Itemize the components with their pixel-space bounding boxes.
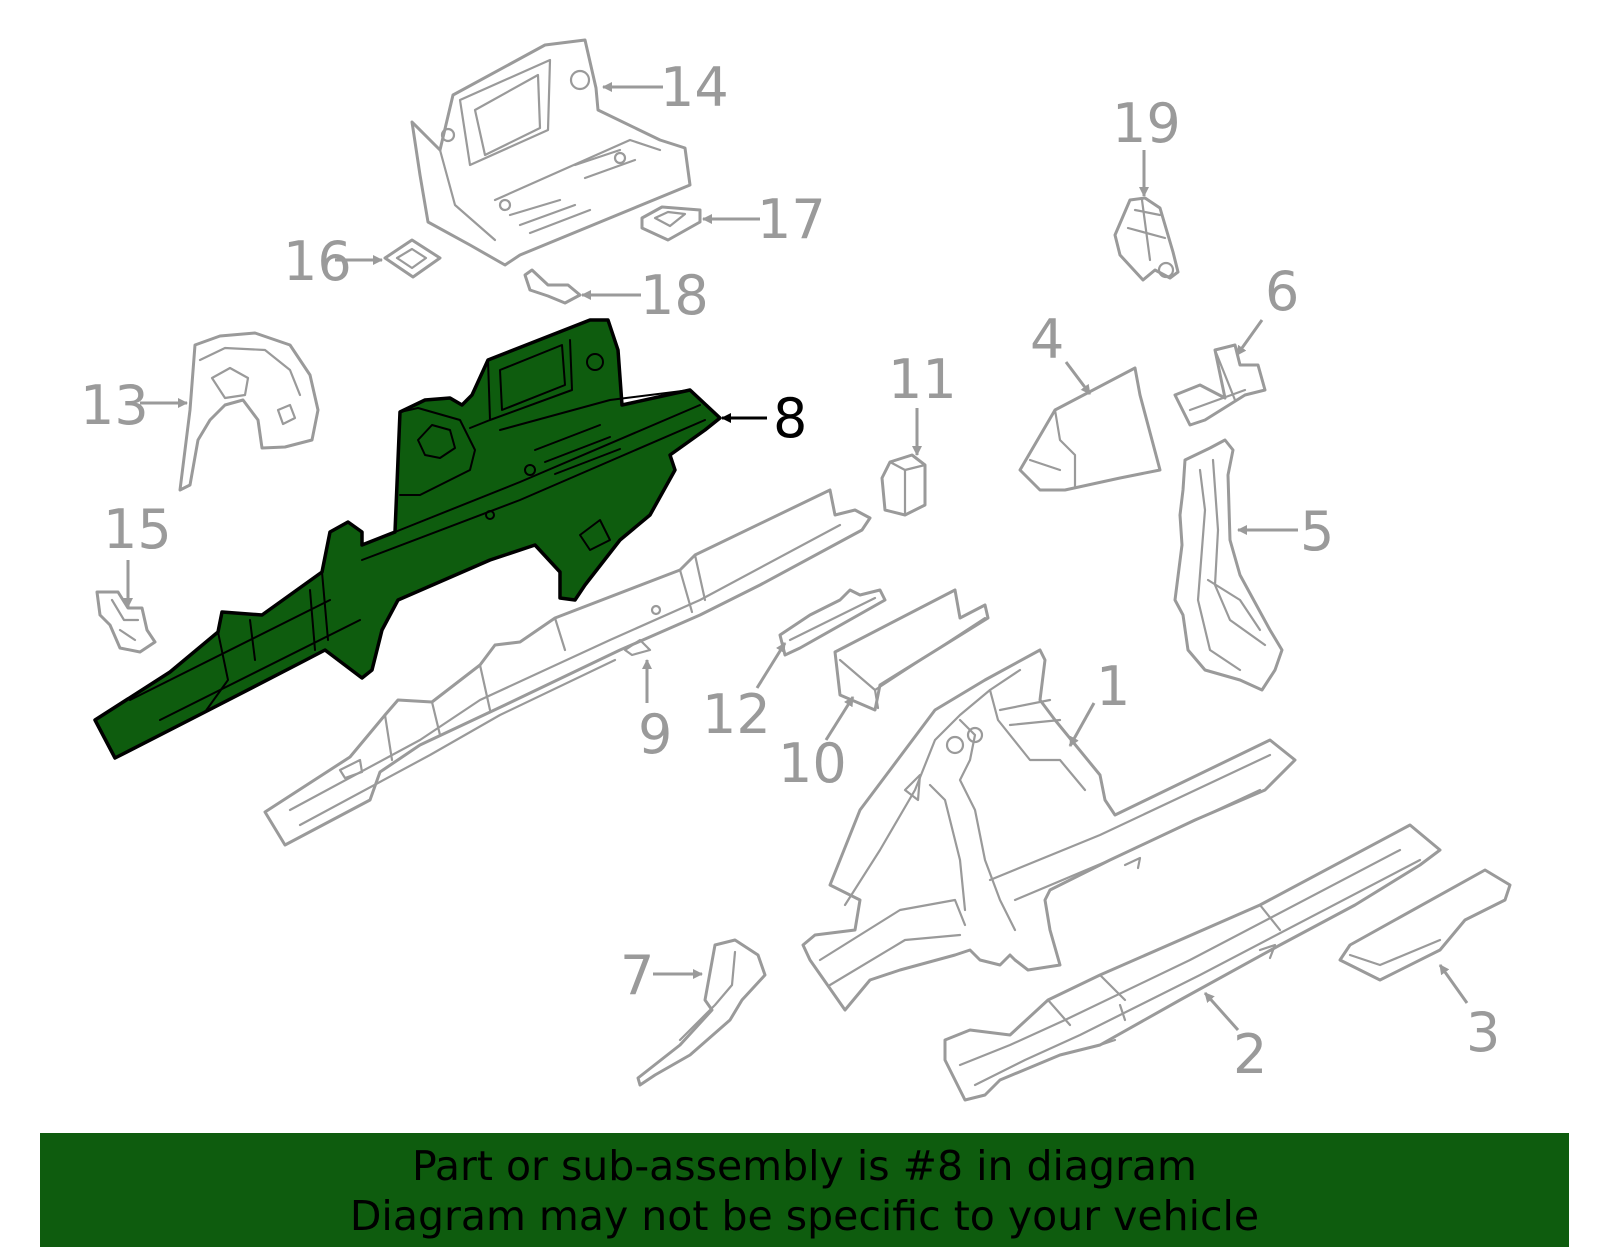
part-17-bracket[interactable] [640, 205, 702, 242]
info-banner: Part or sub-assembly is #8 in diagram Di… [40, 1133, 1569, 1247]
part-8-rear-floor-assembly[interactable] [93, 318, 722, 760]
banner-line-2: Diagram may not be specific to your vehi… [349, 1192, 1260, 1240]
part-5-pillar[interactable] [1173, 438, 1284, 692]
callout-7: 7 [620, 944, 654, 1007]
callout-17: 17 [757, 188, 826, 251]
part-19-bracket[interactable] [1113, 196, 1180, 282]
callout-13: 13 [80, 374, 149, 437]
callout-15: 15 [103, 498, 172, 561]
banner-line-1: Part or sub-assembly is #8 in diagram [412, 1142, 1197, 1190]
callout-16: 16 [283, 230, 352, 293]
callout-4: 4 [1030, 308, 1064, 371]
part-6-bracket[interactable] [1173, 343, 1267, 427]
part-18-bracket[interactable] [523, 268, 582, 305]
callout-2: 2 [1233, 1023, 1267, 1086]
part-12-reinforcement[interactable] [778, 588, 887, 657]
part-1-side-assembly[interactable] [801, 648, 1297, 1012]
callout-14: 14 [660, 56, 729, 119]
leader-arrows [123, 82, 1469, 1031]
callout-12: 12 [702, 683, 771, 746]
part-4-panel[interactable] [1018, 366, 1162, 492]
callout-3: 3 [1466, 1001, 1500, 1064]
part-3-panel[interactable] [1338, 868, 1512, 982]
part-2-rail[interactable] [943, 823, 1442, 1102]
callout-10: 10 [778, 732, 847, 795]
part-13-wheelhouse[interactable] [178, 331, 320, 492]
callout-11: 11 [888, 348, 957, 411]
callout-18: 18 [640, 264, 709, 327]
part-7-bracket[interactable] [636, 938, 767, 1087]
callout-8: 8 [773, 387, 807, 450]
callout-1: 1 [1096, 655, 1130, 718]
part-11-bracket[interactable] [880, 453, 927, 517]
part-9-rail[interactable] [263, 488, 872, 847]
callout-5: 5 [1300, 500, 1334, 563]
callout-19: 19 [1112, 92, 1181, 155]
part-14-floor-pan[interactable] [410, 38, 692, 267]
callout-9: 9 [638, 703, 672, 766]
part-15-bracket[interactable] [95, 590, 157, 654]
callout-6: 6 [1265, 260, 1299, 323]
part-16-bracket[interactable] [383, 238, 442, 279]
callout-labels: 14 19 17 16 18 4 6 13 8 11 5 15 9 12 10 … [80, 56, 1500, 1086]
